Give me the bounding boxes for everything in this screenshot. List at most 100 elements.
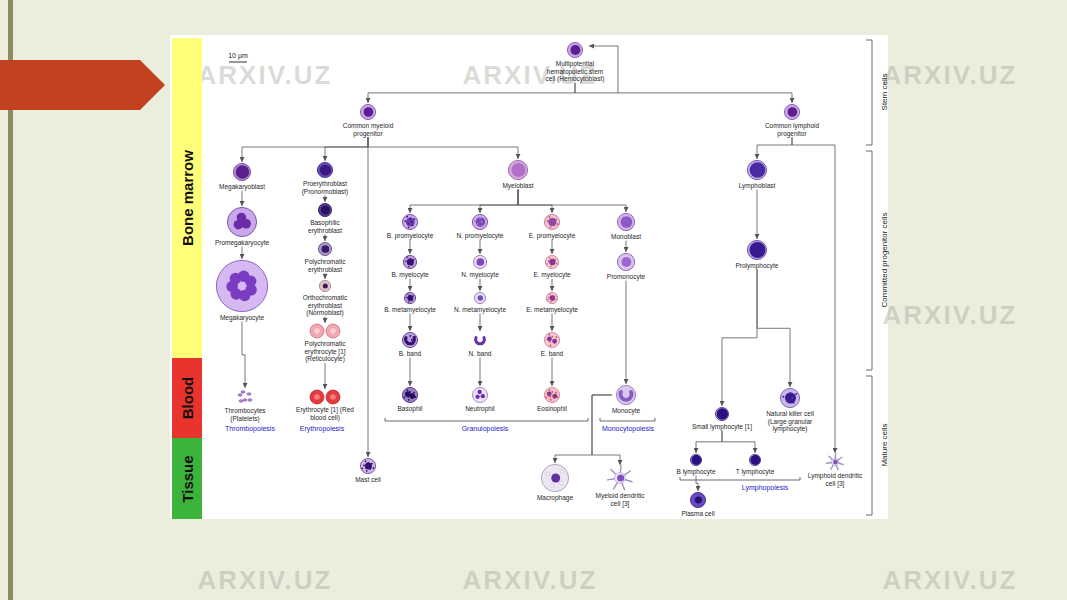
arrow-connector [480,190,518,213]
diagram-panel [170,35,888,519]
arrow-connector [325,195,326,202]
cell-icon [545,291,559,305]
cell-node: N. metamyelocyte [454,291,506,314]
cell-node: Thrombocytes (Platelets) [217,388,273,422]
region-label: Blood [179,377,196,420]
cell-icon [309,323,341,339]
cell-node: Basophil [398,386,423,413]
cell-label: Promonocyte [607,273,645,281]
cell-label: Plasma cell [681,510,714,518]
cell-label: N. band [469,350,492,358]
cell-node: Monocyte [612,384,640,415]
arrow-connector [410,358,411,386]
arrow-connector [325,317,326,323]
arrow-connector [757,137,792,159]
arrow-connector [552,240,553,254]
cell-label: Erythrocyte [1] (Red blood cell) [294,406,356,421]
cell-icon [615,384,637,406]
cell-icon [714,406,730,422]
cell-node: Prolymphocyte [736,239,779,270]
bracket-label: Committed progenitor cells [880,212,889,307]
arrow-connector [696,476,698,491]
cell-node: Eosinophil [537,386,567,413]
cell-label: Monocyte [612,407,640,415]
arrow-connector [552,314,553,331]
arrow-connector [325,234,326,241]
cell-label: Orthochromatic erythroblast (Normoblast) [294,294,356,317]
cell-icon [471,213,489,231]
cell-label: E. band [541,350,563,358]
cell-node: N. myelocyte [461,254,499,279]
cell-node: Plasma cell [681,491,714,518]
cell-label: B. metamyelocyte [384,306,436,314]
cell-label: Lymphoid dendritic cell [3] [805,472,865,487]
cell-node: Macrophage [537,463,573,502]
cell-label: Natural killer cell (Large granular lymp… [759,410,821,433]
cell-node: B. metamyelocyte [384,291,436,314]
cell-label: Multipotential hematopoietic stem cell (… [544,60,606,83]
cell-node: Polychromatic erythroblast [294,241,356,273]
cell-icon [403,291,417,305]
cell-label: Lymphoblast [739,182,776,190]
cell-label: Monoblast [611,233,641,241]
arrow-connector [552,358,553,386]
cell-icon [616,212,636,232]
cell-node: Orthochromatic erythroblast (Normoblast) [294,279,356,317]
arrow-connector [626,281,627,384]
arrow-connector [325,363,326,389]
cell-icon [309,389,341,405]
arrow-connector [757,270,790,387]
watermark: ARXIV.UZ [883,300,1018,331]
watermark: ARXIV.UZ [883,60,1018,91]
cell-label: Prolymphocyte [736,262,779,270]
process-label: Monocytopoiesis [602,425,654,432]
cell-node: Promegakaryocyte [215,206,269,247]
cell-icon [689,453,703,467]
arrow-connector [575,83,792,103]
arrow-connector [696,431,722,453]
region-band: Tissue [172,438,202,519]
arrow-connector [552,279,553,291]
process-label: Erythropoiesis [300,425,344,432]
arrow-connector [792,137,835,453]
cell-icon [607,465,633,491]
cell-icon [543,213,561,231]
cell-icon [689,491,707,509]
bracket-label: Stem cells [880,74,889,111]
cell-label: Basophil [398,405,423,413]
cell-icon [215,259,269,313]
cell-label: N. promyelocyte [457,232,504,240]
cell-node: N. promyelocyte [457,213,504,240]
arrow-connector [722,431,755,453]
cell-icon [401,386,419,404]
cell-label: Macrophage [537,494,573,502]
cell-node: Multipotential hematopoietic stem cell (… [544,41,606,83]
cell-node: Common myeloid progenitor [338,103,398,137]
region-label: Tissue [179,455,196,502]
cell-icon [471,386,489,404]
watermark: ARXIV.UZ [883,565,1018,596]
cell-node: Polychromatic erythrocyte [1] (Reticuloc… [294,323,356,363]
process-label: Granulopoiesis [462,425,509,432]
process-label: Lymphopoiesis [742,484,788,491]
cell-node: Proerythroblast (Pronormoblast) [294,161,356,195]
cell-label: E. promyelocyte [529,232,576,240]
arrow-connector [480,314,481,331]
watermark: ARXIV.UZ [198,565,333,596]
arrow-connector [242,137,368,162]
cell-icon [746,159,768,181]
cell-icon [566,41,584,59]
cell-label: E. myelocyte [533,271,570,279]
cell-label: Megakaryocyte [220,314,264,322]
cell-node: T lymphocyte [736,453,775,476]
cell-icon [507,159,529,181]
cell-node: Megakaryocyte [215,259,269,322]
process-label: Thrombopoiesis [225,425,275,432]
cell-node: Natural killer cell (Large granular lymp… [759,387,821,433]
cell-label: B. promyelocyte [387,232,434,240]
cell-icon [748,453,762,467]
region-band: Bone marrow [172,38,202,358]
watermark: ARXIV.UZ [463,565,598,596]
cell-icon [316,161,334,179]
